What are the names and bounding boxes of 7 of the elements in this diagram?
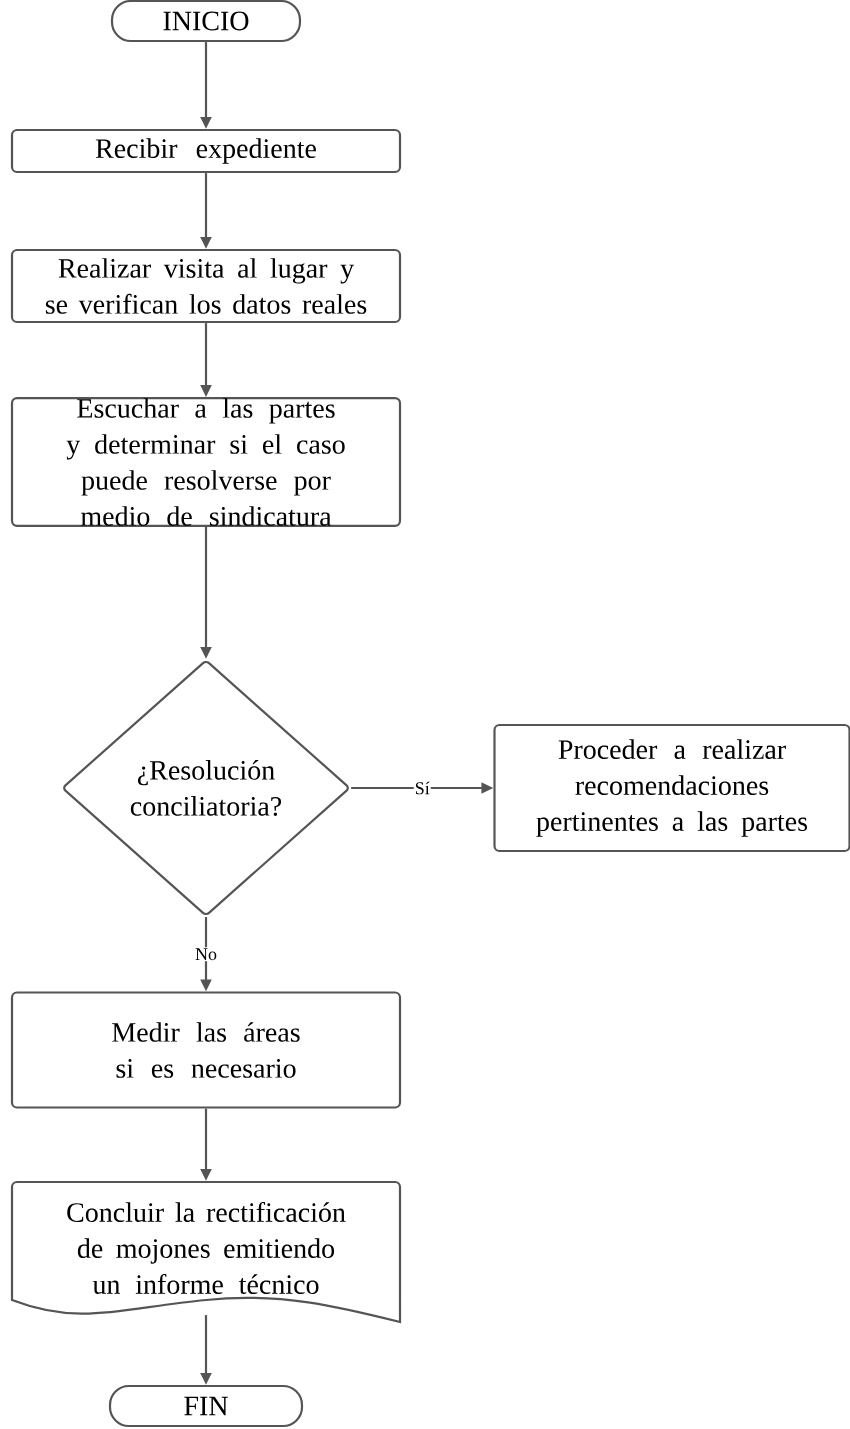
process-box: Escuchar a las partes y determinar si el caso puede resolverse por medio de sindicatura xyxy=(10,397,402,527)
edge-label: No xyxy=(194,947,218,962)
process-box: Realizar visita al lugar y se verifican los datos reales xyxy=(10,248,402,324)
process-box: Recibir expediente xyxy=(10,128,402,174)
edge-label: Sí xyxy=(413,780,431,796)
process-box: Proceder a realizar recomendaciones pertinentes a las partes xyxy=(493,723,850,853)
process-box: Medir las áreas si es necesario xyxy=(10,991,402,1109)
